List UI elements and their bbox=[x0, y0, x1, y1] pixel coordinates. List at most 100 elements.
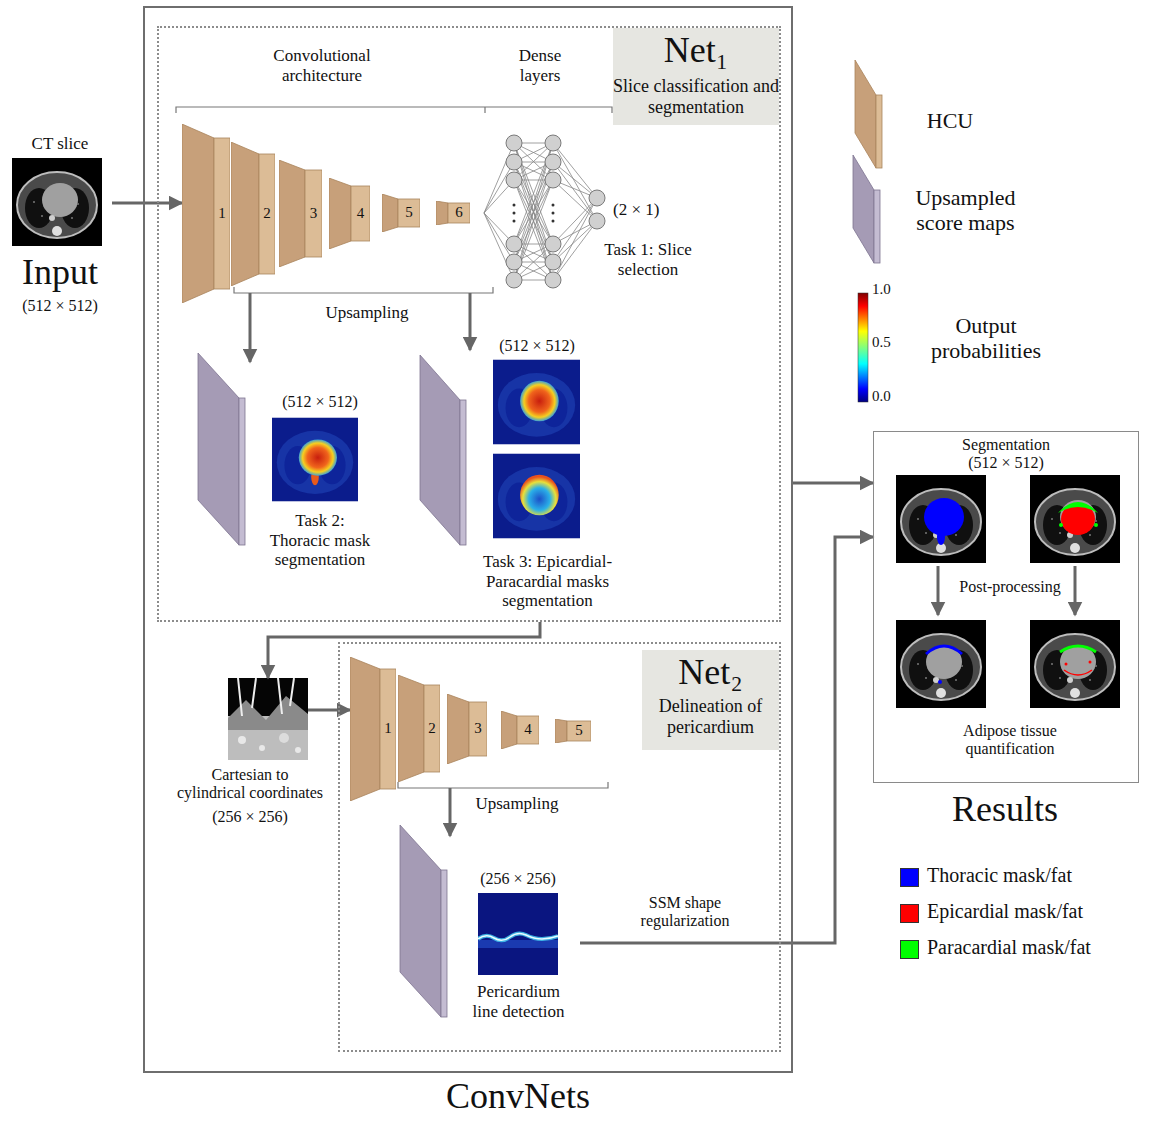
node-text: Delineation of pericardium bbox=[642, 696, 779, 737]
bracket bbox=[234, 287, 493, 293]
hcu-block: 5 bbox=[382, 194, 420, 232]
legend-swatch bbox=[900, 868, 919, 887]
upsampling-arrow bbox=[449, 788, 452, 836]
hcu-side bbox=[555, 719, 567, 743]
hcu-front bbox=[448, 203, 470, 223]
layer-number: 5 bbox=[575, 722, 583, 739]
hcu-shape bbox=[555, 719, 591, 743]
legend-label: Epicardial mask/fat bbox=[927, 900, 1147, 923]
node-text: (512 × 512) bbox=[8, 297, 112, 315]
layer-number: 4 bbox=[357, 205, 365, 222]
hcu-side bbox=[279, 160, 305, 267]
node-text: (512 × 512) bbox=[270, 393, 370, 411]
hcu-block: 2 bbox=[231, 142, 275, 286]
hcu-block: 1 bbox=[182, 124, 230, 303]
layer-number: 1 bbox=[384, 720, 392, 737]
score-map-slab bbox=[198, 353, 245, 545]
node-text: Net₂ bbox=[642, 652, 779, 693]
layer-number: 3 bbox=[310, 205, 318, 222]
hcu-side bbox=[436, 201, 448, 225]
node-text: Slice classification and segmentation bbox=[613, 76, 779, 117]
pericardium-image bbox=[478, 893, 558, 975]
colorbar bbox=[858, 293, 868, 402]
hcu-side bbox=[231, 142, 259, 286]
layer-number: 5 bbox=[405, 204, 413, 221]
heatmap-image bbox=[272, 417, 358, 501]
legend-swatch bbox=[900, 940, 919, 959]
hcu-block: 3 bbox=[279, 160, 322, 267]
hcu-shape bbox=[501, 711, 539, 749]
heatmap-image bbox=[493, 359, 580, 444]
layer-number: 2 bbox=[263, 205, 271, 222]
annotation-label: (2 × 1) bbox=[613, 200, 673, 220]
connector-arrow bbox=[112, 202, 182, 205]
legend-label: Upsampled score maps bbox=[898, 185, 1033, 236]
hcu-block: 1 bbox=[350, 657, 396, 801]
node-text: Net₁ bbox=[613, 30, 779, 71]
legend-score-map-sample bbox=[853, 155, 880, 263]
layer-number: 3 bbox=[474, 720, 482, 737]
task-output: (256 × 256) Pericardium line detection bbox=[398, 825, 580, 1027]
hcu-block: 3 bbox=[447, 694, 487, 764]
legend-label: Thoracic mask/fat bbox=[927, 864, 1147, 887]
annotation-label: Upsampling bbox=[467, 794, 567, 814]
results-box: Segmentation (512 × 512) Adipose tissue q… bbox=[873, 431, 1139, 783]
hcu-front bbox=[398, 199, 420, 227]
node-text: Pericardium line detection bbox=[466, 982, 571, 1021]
hcu-side bbox=[382, 194, 398, 232]
node-text: (256 × 256) bbox=[468, 870, 568, 888]
input-block: CT sliceInput(512 × 512) bbox=[8, 126, 112, 324]
segmentation-image bbox=[1030, 475, 1120, 563]
coordinate-transform: Cartesian to cylindrical coordinates(256… bbox=[228, 678, 308, 760]
segmentation-image bbox=[1030, 620, 1120, 708]
upsampling-arrow bbox=[249, 293, 252, 362]
hcu-side bbox=[182, 124, 214, 303]
hcu-block: 4 bbox=[329, 178, 370, 249]
legend-label: HCU bbox=[905, 108, 995, 133]
hcu-block: 4 bbox=[501, 711, 539, 749]
node-text: ConvNets bbox=[393, 1076, 643, 1117]
hcu-block: 6 bbox=[436, 201, 470, 225]
hcu-side bbox=[350, 657, 380, 801]
edge-label: SSM shape regularization bbox=[630, 894, 740, 931]
ct-slice-image bbox=[12, 158, 102, 246]
node-text: Adipose tissue quantification bbox=[940, 722, 1080, 759]
node-text: Segmentation (512 × 512) bbox=[950, 436, 1062, 473]
hcu-side bbox=[501, 711, 517, 749]
legend-hcu-sample bbox=[855, 60, 882, 168]
hcu-front bbox=[380, 669, 396, 789]
heatmap-image bbox=[493, 453, 580, 538]
hcu-side bbox=[329, 178, 351, 249]
upsampling-arrow bbox=[469, 293, 472, 350]
annotation-label: 1.0 bbox=[872, 281, 902, 298]
network-region: Net₂Delineation of pericardium 1 2 3 4 5 (256 … bbox=[338, 642, 781, 1052]
hcu-front bbox=[214, 138, 230, 289]
hcu-side bbox=[447, 694, 469, 764]
connector-arrow bbox=[793, 482, 873, 485]
annotation-label: Convolutional architecture bbox=[242, 46, 402, 85]
hcu-front bbox=[567, 721, 591, 741]
annotation-label: Upsampling bbox=[317, 303, 417, 323]
hcu-front bbox=[305, 170, 322, 257]
layer-number: 4 bbox=[524, 721, 532, 738]
score-map-slab bbox=[400, 825, 447, 1017]
connector-arrow bbox=[308, 709, 350, 712]
connector-arrow bbox=[580, 537, 873, 943]
layer-number: 2 bbox=[428, 720, 436, 737]
node-text: Cartesian to cylindrical coordinates bbox=[176, 766, 324, 803]
hcu-side bbox=[398, 675, 424, 782]
legend-label: Output probabilities bbox=[916, 313, 1056, 364]
annotation-label: Post-processing bbox=[955, 578, 1065, 596]
hcu-shape bbox=[436, 201, 470, 225]
node-text: Results bbox=[905, 789, 1105, 830]
hcu-front bbox=[424, 685, 440, 772]
node-text: Task 3: Epicardial-Paracardial masks seg… bbox=[460, 552, 635, 611]
connector-arrow bbox=[268, 622, 540, 678]
legend-swatch bbox=[900, 904, 919, 923]
hcu-front bbox=[517, 716, 539, 744]
legend-label: Paracardial mask/fat bbox=[927, 936, 1147, 959]
hcu-front bbox=[469, 702, 487, 756]
annotation-label: 0.5 bbox=[872, 334, 902, 351]
bracket bbox=[398, 782, 608, 788]
